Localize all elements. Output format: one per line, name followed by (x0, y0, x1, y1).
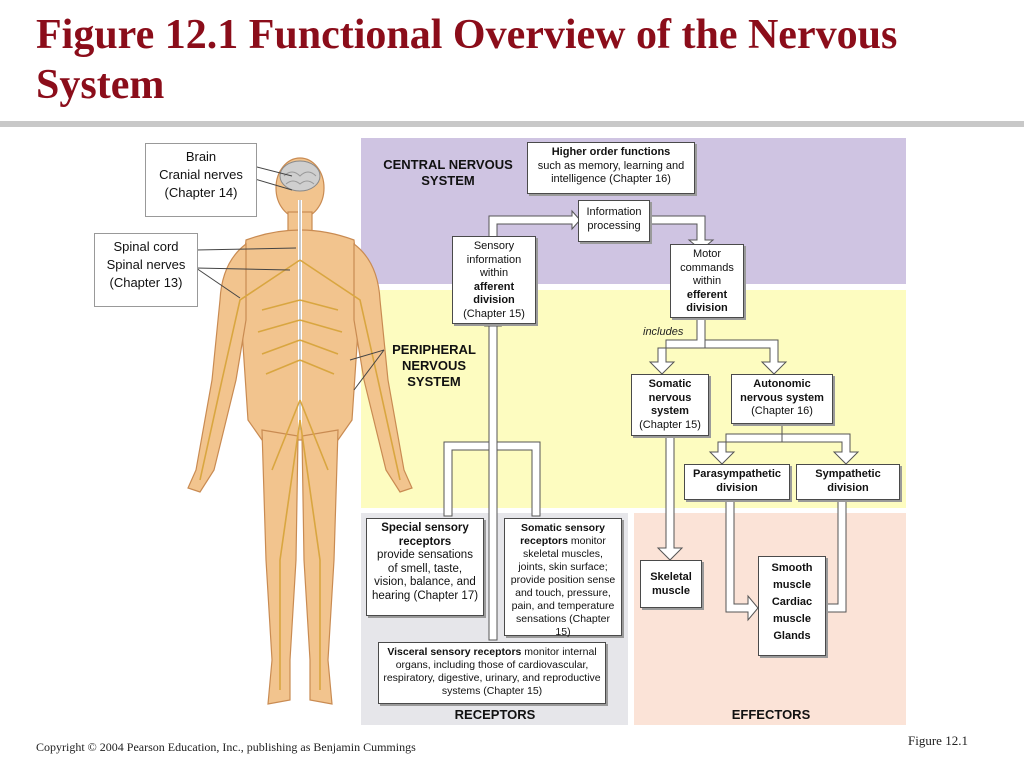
somatic-ns-title: Somatic nervous system (648, 378, 692, 417)
autonomic-title: Autonomic nervous system (740, 378, 824, 404)
chapter-13-label: (Chapter 13) (109, 275, 183, 290)
cardiac-muscle-title: Cardiac muscle (771, 596, 813, 625)
brain-callout: Brain Cranial nerves (Chapter 14) (145, 143, 257, 217)
higher-functions-box: Higher order functions such as memory, l… (527, 142, 695, 194)
spinal-cord-label: Spinal cord (113, 239, 179, 254)
special-sensory-text: provide sensations of smell, taste, visi… (371, 549, 479, 602)
sympathetic-box: Sympathetic division (796, 464, 900, 500)
pns-label: PERIPHERAL NERVOUS SYSTEM (392, 342, 476, 389)
efferent-division-text: efferent division (686, 288, 728, 315)
receptors-label: RECEPTORS (454, 707, 536, 722)
information-processing-box: Information processing (578, 200, 650, 242)
brain-label: Brain (185, 149, 217, 164)
skeletal-muscle-title: Skeletal muscle (650, 571, 692, 597)
somatic-sensory-receptors-box: Somatic sensory receptors monitor skelet… (504, 518, 622, 638)
autonomic-chapter: (Chapter 16) (751, 405, 813, 417)
sensory-afferent-box: Sensory information within afferent divi… (452, 236, 536, 324)
higher-functions-text: such as memory, learning and intelligenc… (537, 159, 685, 186)
figure-number: Figure 12.1 (908, 733, 968, 748)
copyright-notice: Copyright © 2004 Pearson Education, Inc.… (36, 740, 416, 754)
skeletal-muscle-box: Skeletal muscle (640, 560, 702, 608)
smooth-cardiac-glands-box: Smooth muscle Cardiac muscle Glands (758, 556, 826, 656)
special-sensory-receptors-box: Special sensory receptors provide sensat… (366, 518, 484, 616)
special-sensory-title: Special sensory receptors (381, 522, 469, 548)
effectors-label: EFFECTORS (731, 707, 811, 722)
somatic-nervous-system-box: Somatic nervous system (Chapter 15) (631, 374, 709, 436)
glands-title: Glands (773, 630, 811, 642)
sympathetic-title: Sympathetic division (815, 468, 881, 494)
visceral-sensory-text: monitor internal organs, including those… (383, 646, 601, 697)
autonomic-nervous-system-box: Autonomic nervous system (Chapter 16) (731, 374, 833, 424)
sensory-chapter-text: (Chapter 15) (463, 307, 525, 320)
information-processing-text: Information processing (586, 206, 642, 232)
sensory-pre-text: Sensory information within (466, 240, 522, 279)
spinal-callout: Spinal cord Spinal nerves (Chapter 13) (94, 233, 198, 307)
parasympathetic-box: Parasympathetic division (684, 464, 790, 500)
afferent-division-text: afferent division (473, 280, 515, 307)
somatic-sensory-text: monitor skeletal muscles, joints, skin s… (510, 535, 616, 638)
motor-pre-text: Motor commands within (680, 248, 734, 287)
cranial-nerves-label: Cranial nerves (159, 167, 243, 182)
title-divider (0, 121, 1024, 127)
slide-title: Figure 12.1 Functional Overview of the N… (36, 12, 898, 108)
chapter-14-label: (Chapter 14) (164, 185, 238, 200)
visceral-sensory-title: Visceral sensory receptors (387, 646, 522, 658)
higher-functions-title: Higher order functions (551, 146, 671, 158)
cns-label: CENTRAL NERVOUS SYSTEM (383, 157, 513, 188)
somatic-ns-chapter: (Chapter 15) (639, 418, 701, 431)
somatic-sensory-title: Somatic sensory receptors (520, 522, 606, 547)
parasympathetic-title: Parasympathetic division (692, 468, 782, 494)
visceral-sensory-receptors-box: Visceral sensory receptors monitor inter… (378, 642, 606, 704)
smooth-muscle-title: Smooth muscle (771, 562, 813, 591)
includes-label: includes (643, 326, 684, 338)
spinal-nerves-label: Spinal nerves (106, 257, 186, 272)
motor-efferent-box: Motor commands within efferent division (670, 244, 744, 318)
